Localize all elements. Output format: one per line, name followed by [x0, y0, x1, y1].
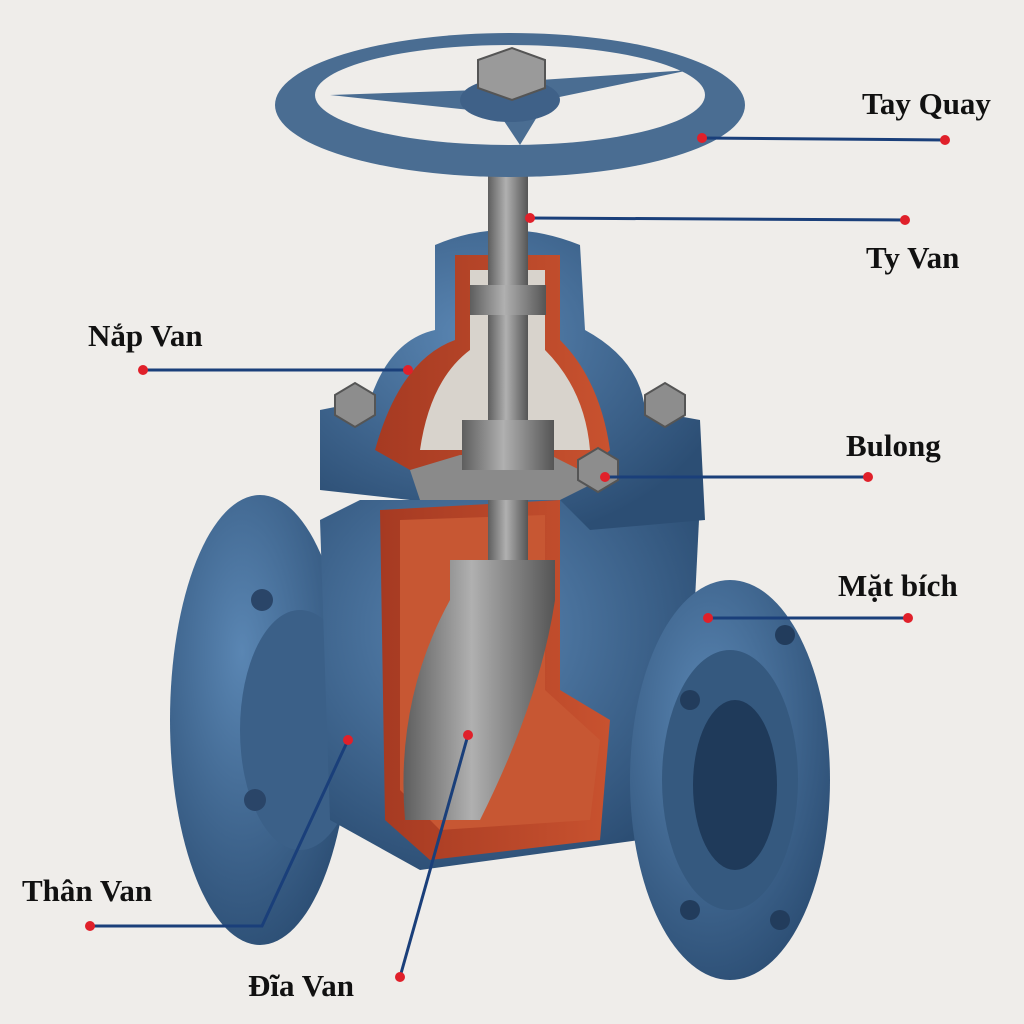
leader-lines: [90, 136, 946, 978]
label-flange: Mặt bích: [838, 568, 958, 603]
label-handwheel: Tay Quay: [862, 86, 991, 121]
label-body: Thân Van: [22, 873, 153, 908]
stem: [410, 160, 600, 580]
label-bolt: Bulong: [846, 428, 941, 463]
label-stem: Ty Van: [866, 240, 960, 275]
handwheel: [275, 33, 745, 177]
right-flange: [630, 580, 830, 980]
marker-dots: [85, 133, 950, 982]
disc: [403, 560, 555, 820]
label-bonnet: Nắp Van: [88, 318, 203, 353]
label-disc: Đĩa Van: [248, 968, 354, 1003]
